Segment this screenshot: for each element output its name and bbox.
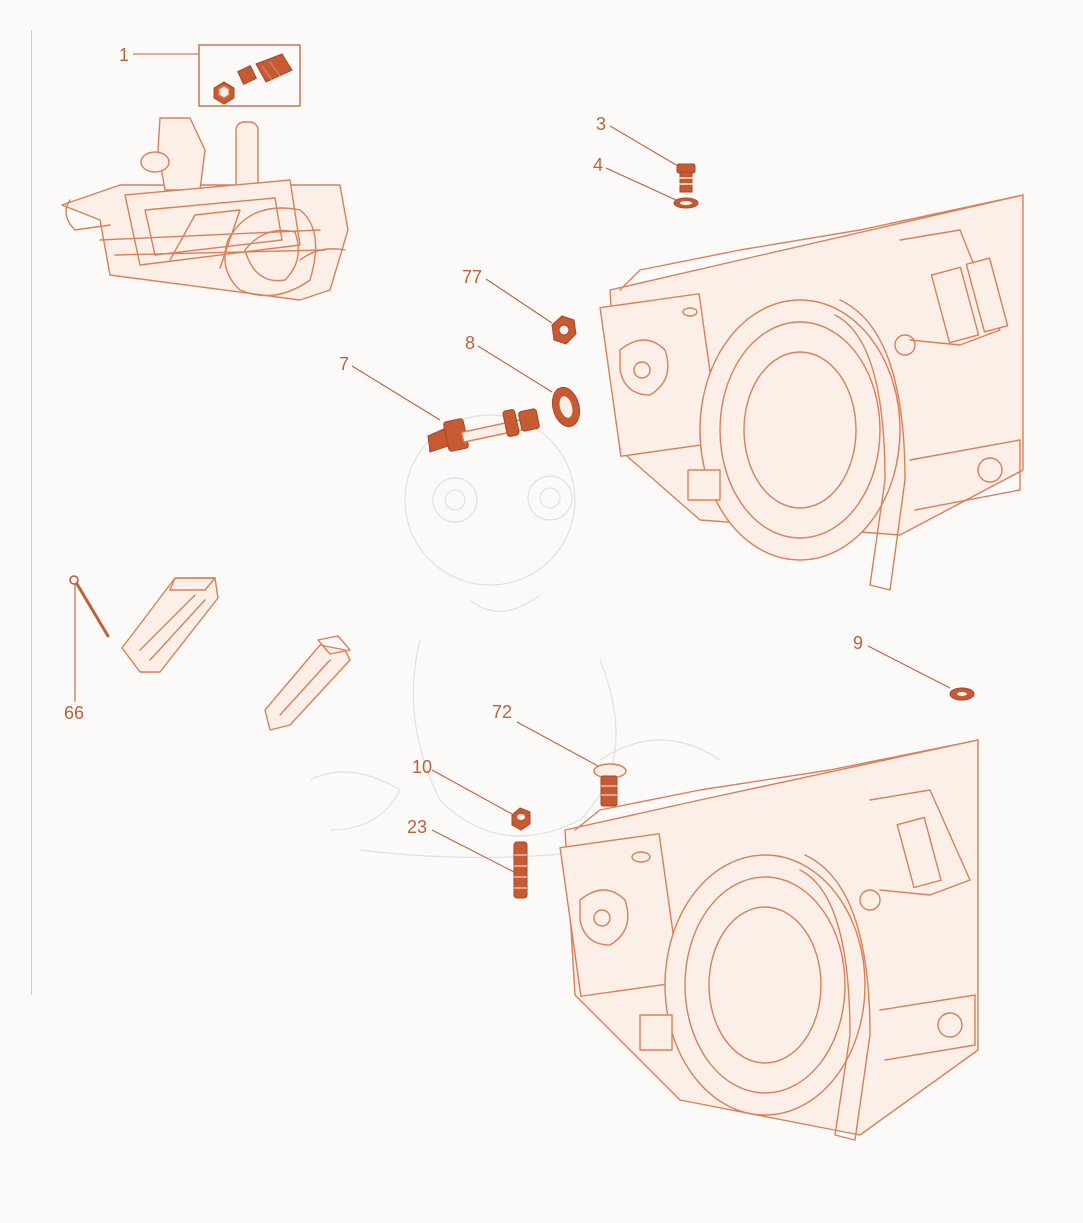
part-8-seal[interactable] — [548, 384, 583, 429]
housing-upper — [599, 194, 1024, 591]
part-77-nut[interactable] — [551, 315, 577, 345]
bracket-block — [121, 577, 219, 673]
callout-23[interactable]: 23 — [407, 817, 428, 837]
callout-4[interactable]: 4 — [593, 155, 604, 175]
housing-lower — [559, 739, 979, 1141]
part-9-washer[interactable] — [949, 687, 975, 701]
part-7-shaft[interactable] — [427, 408, 540, 453]
part-10-nut[interactable] — [511, 807, 531, 831]
callout-7[interactable]: 7 — [339, 354, 350, 374]
part-72-plug[interactable] — [593, 763, 627, 807]
clip-bracket — [264, 635, 351, 731]
callout-72[interactable]: 72 — [492, 702, 513, 722]
part-23-stud[interactable] — [513, 841, 528, 899]
callout-3[interactable]: 3 — [596, 114, 607, 134]
part-1-kit-box[interactable] — [198, 44, 301, 107]
callout-66[interactable]: 66 — [64, 703, 85, 723]
part-3-bolt[interactable] — [676, 163, 696, 193]
leader-lines — [74, 53, 951, 873]
callout-77[interactable]: 77 — [462, 267, 483, 287]
callout-1[interactable]: 1 — [119, 45, 130, 65]
callout-9[interactable]: 9 — [853, 633, 864, 653]
margin-divider — [31, 30, 32, 995]
part-66-pin[interactable] — [69, 575, 110, 638]
callout-10[interactable]: 10 — [412, 757, 433, 777]
callout-8[interactable]: 8 — [465, 333, 476, 353]
part-4-washer[interactable] — [673, 197, 699, 209]
bracket-assembly-top — [61, 117, 349, 301]
